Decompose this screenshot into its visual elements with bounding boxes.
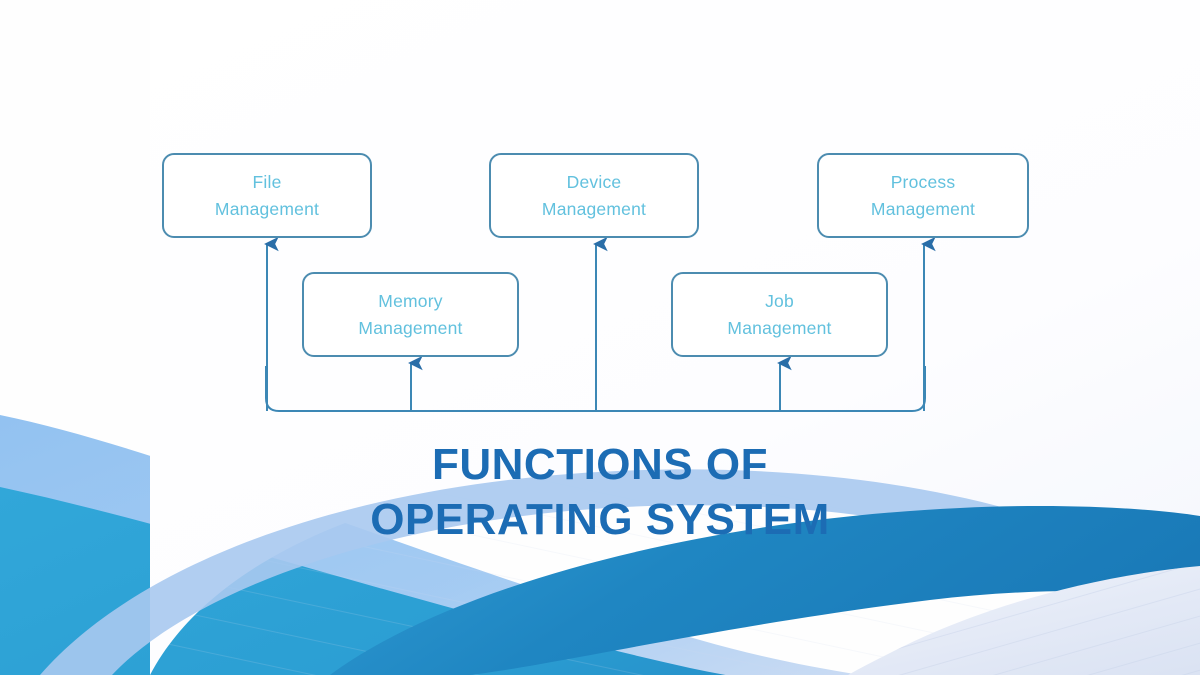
node-memory-management-line1: Memory [378,291,443,312]
node-device-management[interactable]: Device Management [489,153,699,238]
node-job-management[interactable]: Job Management [671,272,888,357]
page-title-line1: FUNCTIONS OF [432,440,768,489]
node-file-management-line2: Management [214,198,320,219]
node-file-management-line1: File [252,172,282,193]
page-title-line2: OPERATING SYSTEM [370,495,830,544]
node-job-management-line2: Management [727,317,832,338]
node-device-management-line2: Management [541,198,647,219]
node-memory-management[interactable]: Memory Management [302,272,519,357]
node-job-management-line1: Job [765,291,794,312]
node-process-management-line1: Process [890,172,956,193]
node-file-management[interactable]: File Management [162,153,372,238]
node-device-management-line1: Device [566,172,622,193]
node-memory-management-line2: Management [358,317,463,338]
node-process-management[interactable]: Process Management [817,153,1029,238]
page-title: FUNCTIONS OF OPERATING SYSTEM [0,437,1200,547]
node-process-management-line2: Management [870,198,976,219]
